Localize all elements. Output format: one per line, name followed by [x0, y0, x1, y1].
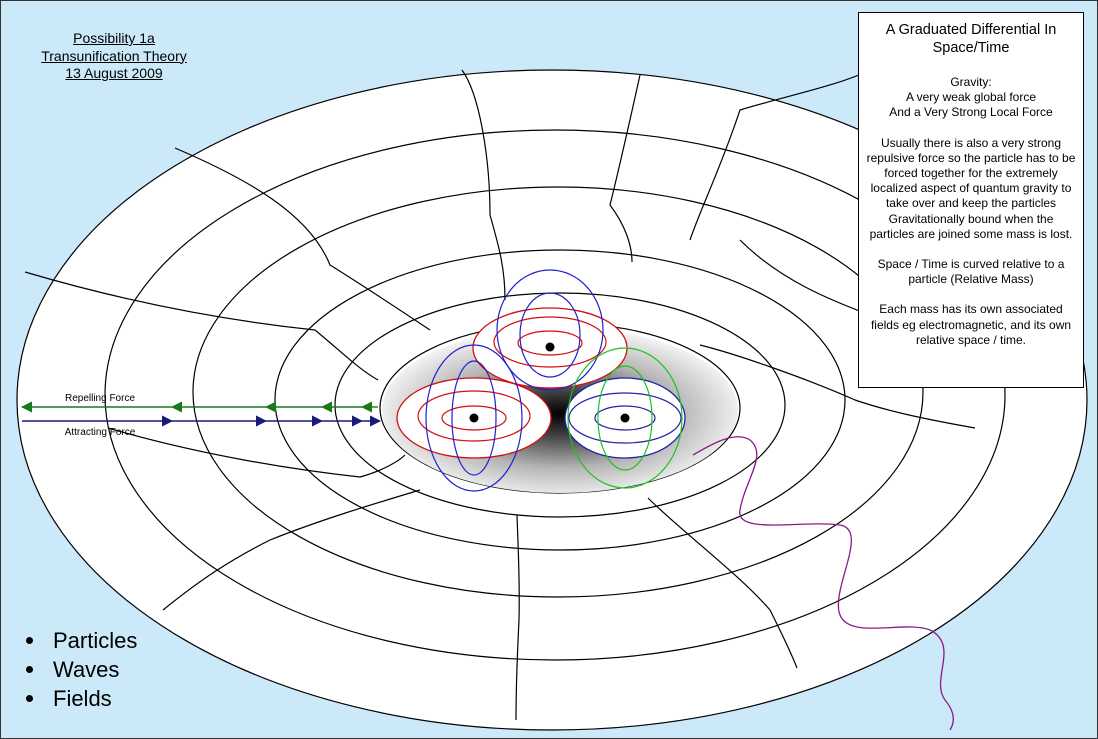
bullet-item: Particles: [26, 626, 137, 655]
fields-paragraph: Each mass has its own associated fields …: [870, 302, 1072, 347]
bullet-item: Waves: [26, 655, 137, 684]
bullet-icon: [26, 637, 33, 644]
bullet-list: Particles Waves Fields: [26, 626, 137, 713]
particle-left: [396, 344, 552, 492]
particle-right: [564, 347, 686, 489]
bullet-icon: [26, 666, 33, 673]
title-line-1: Possibility 1a: [73, 30, 155, 46]
bullet-item: Fields: [26, 684, 137, 713]
title-line-2: Transunification Theory: [41, 47, 187, 64]
repulsive-paragraph: Usually there is also a very strong repu…: [866, 135, 1076, 241]
wave-line: [692, 436, 954, 731]
info-box: A Graduated Differential In Space/Time G…: [858, 12, 1084, 388]
title-block: Possibility 1a Transunification Theory 1…: [24, 30, 204, 83]
particle-top: [472, 269, 628, 391]
gravity-heading: Gravity:: [950, 75, 992, 89]
spacetime-paragraph: Space / Time is curved relative to a par…: [877, 257, 1065, 287]
gravity-line-2: And a Very Strong Local Force: [889, 105, 1053, 120]
repelling-force-label: Repelling Force: [65, 393, 135, 404]
attracting-force-label: Attracting Force: [65, 427, 136, 438]
bullet-text: Waves: [53, 657, 120, 682]
title-line-3: 13 August 2009: [65, 65, 163, 81]
bullet-text: Fields: [53, 686, 112, 711]
info-box-title: A Graduated Differential In Space/Time: [885, 22, 1057, 56]
gravity-line-1: A very weak global force: [905, 90, 1037, 105]
bullet-text: Particles: [53, 628, 138, 653]
bullet-icon: [26, 695, 33, 702]
